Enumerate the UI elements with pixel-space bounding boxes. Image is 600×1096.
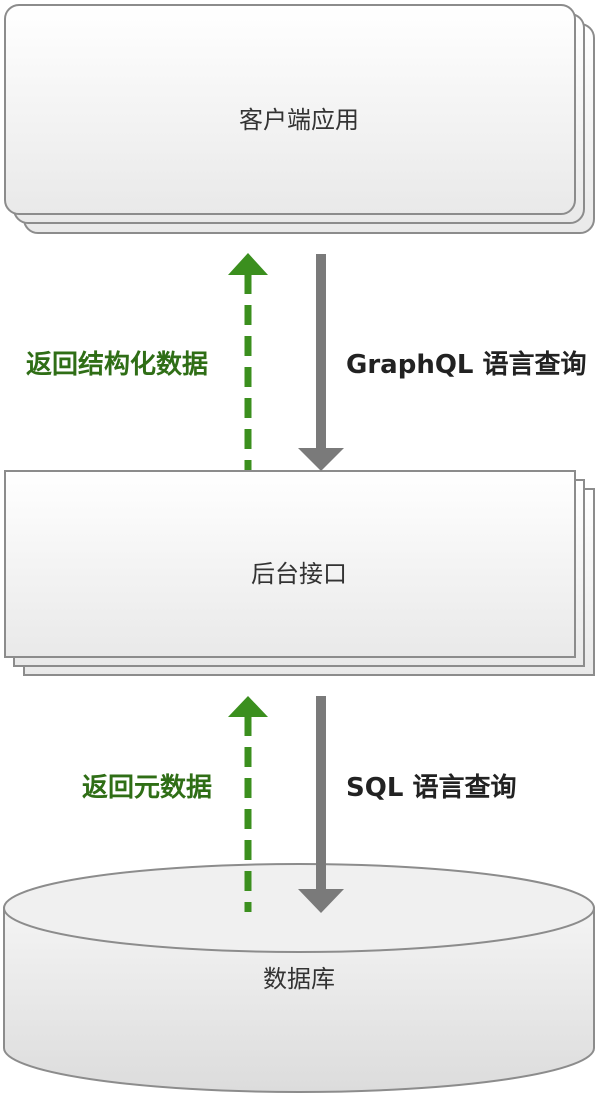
graphql-query-arrow	[298, 254, 344, 471]
database-node-label: 数据库	[263, 965, 335, 993]
metadata-return-label: 返回元数据	[82, 773, 212, 803]
graphql-query-label: GraphQL 语言查询	[346, 350, 587, 380]
sql-query-label: SQL 语言查询	[346, 773, 516, 803]
sql-query-arrow	[298, 696, 344, 913]
structured-data-return-arrow	[228, 253, 268, 470]
backend-node: 后台接口	[4, 470, 595, 676]
database-node: 数据库	[3, 863, 595, 1093]
metadata-return-arrow	[228, 696, 268, 912]
backend-node-label: 后台接口	[251, 560, 347, 588]
structured-data-return-label: 返回结构化数据	[26, 350, 208, 380]
client-node: 客户端应用	[4, 4, 595, 234]
client-node-label: 客户端应用	[239, 106, 359, 134]
